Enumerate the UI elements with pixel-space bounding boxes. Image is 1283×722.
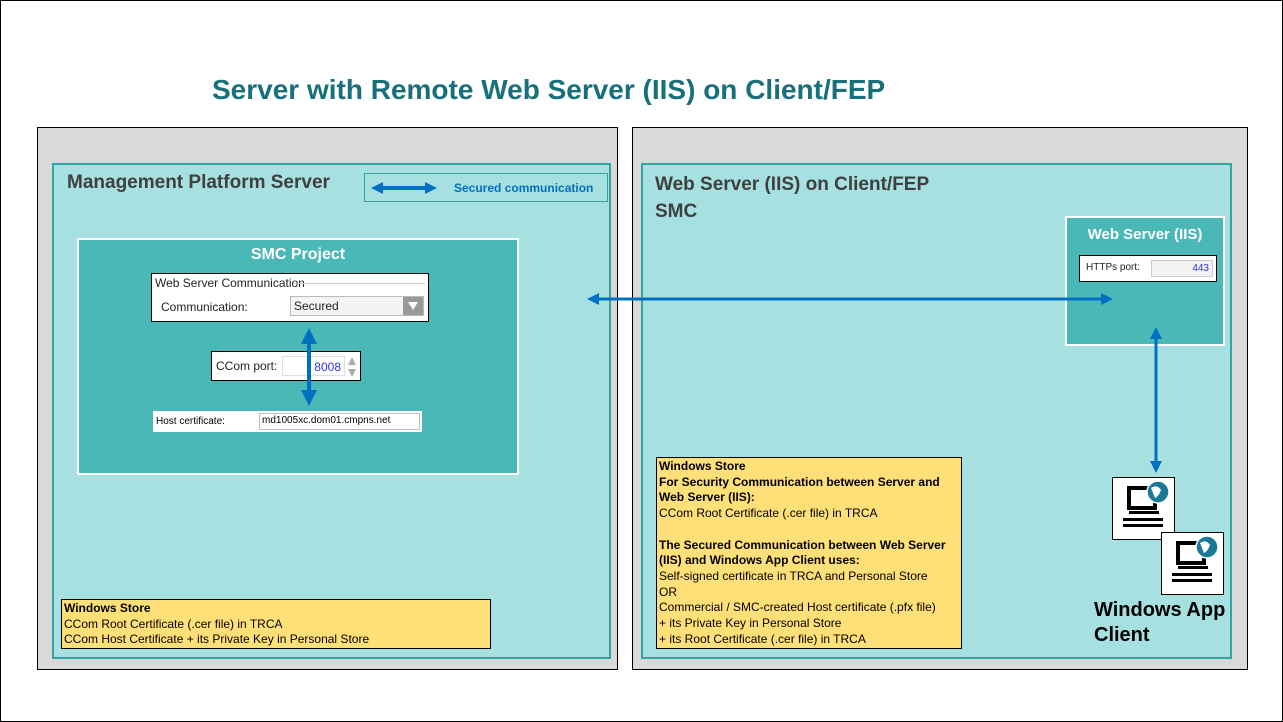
legend-label: Secured communication bbox=[454, 181, 594, 195]
ccom-port-label: CCom port: bbox=[216, 359, 278, 373]
host-cert-value: md1005xc.dom01.cmpns.net bbox=[262, 415, 391, 426]
host-cert-input[interactable]: md1005xc.dom01.cmpns.net bbox=[259, 413, 420, 430]
right-subheader: SMC bbox=[655, 201, 698, 222]
chevron-down-icon[interactable] bbox=[403, 297, 423, 315]
note-line: CCom Host Certificate + its Private Key … bbox=[64, 632, 370, 647]
https-port-value: 443 bbox=[1192, 263, 1209, 274]
ccom-port-value: 8008 bbox=[314, 360, 341, 374]
communication-label: Communication: bbox=[161, 300, 248, 314]
note-line: CCom Root Certificate (.cer file) in TRC… bbox=[64, 616, 283, 631]
note-line: + its Private Key in Personal Store bbox=[659, 616, 842, 631]
note-line: Web Server (IIS): bbox=[659, 490, 755, 505]
note-line: Self-signed certificate in TRCA and Pers… bbox=[659, 568, 928, 583]
legend: Secured communication bbox=[364, 173, 608, 202]
client-computer-icon bbox=[1112, 477, 1175, 540]
client-label-line: Client bbox=[1094, 624, 1150, 646]
left-header: Management Platform Server bbox=[67, 172, 330, 193]
double-arrow-icon bbox=[371, 182, 437, 194]
note-line: (IIS) and Windows App Client uses: bbox=[659, 553, 860, 568]
smc-project-title: SMC Project bbox=[250, 246, 346, 263]
right-header: Web Server (IIS) on Client/FEP bbox=[655, 174, 930, 195]
stepper-icon[interactable] bbox=[347, 356, 357, 378]
note-line: Commercial / SMC-created Host certificat… bbox=[659, 600, 936, 615]
note-line: For Security Communication between Serve… bbox=[659, 474, 940, 489]
communication-value: Secured bbox=[294, 299, 339, 313]
client-label-line: Windows App bbox=[1094, 599, 1226, 621]
group-label: Web Server Communication bbox=[155, 276, 305, 290]
note-title: Windows Store bbox=[64, 601, 151, 615]
https-port-label: HTTPs port: bbox=[1086, 262, 1140, 273]
host-cert-label: Host certificate: bbox=[156, 416, 225, 427]
right-windows-store-note: Windows Store For Security Communication… bbox=[656, 457, 962, 649]
host-certificate-field: Host certificate: md1005xc.dom01.cmpns.n… bbox=[153, 411, 422, 432]
https-port-input[interactable]: 443 bbox=[1151, 260, 1213, 277]
note-line: The Secured Communication between Web Se… bbox=[659, 537, 946, 552]
left-windows-store-note: Windows Store CCom Root Certificate (.ce… bbox=[61, 599, 491, 649]
iis-title: Web Server (IIS) bbox=[1087, 226, 1203, 243]
https-port-field: HTTPs port: 443 bbox=[1079, 255, 1217, 282]
note-title: Windows Store bbox=[659, 459, 746, 473]
page-title: Server with Remote Web Server (IIS) on C… bbox=[212, 74, 886, 105]
communication-select[interactable]: Secured bbox=[290, 296, 424, 316]
note-line: + its Root Certificate (.cer file) in TR… bbox=[659, 631, 866, 646]
windows-app-client-label: Windows App Client bbox=[1094, 598, 1225, 648]
ccom-port-field: CCom port: 8008 bbox=[211, 351, 361, 381]
note-line: OR bbox=[659, 584, 677, 599]
note-line: CCom Root Certificate (.cer file) in TRC… bbox=[659, 506, 878, 521]
web-server-communication-group: Web Server Communication Communication: … bbox=[151, 273, 429, 322]
client-computer-icon bbox=[1161, 532, 1224, 595]
